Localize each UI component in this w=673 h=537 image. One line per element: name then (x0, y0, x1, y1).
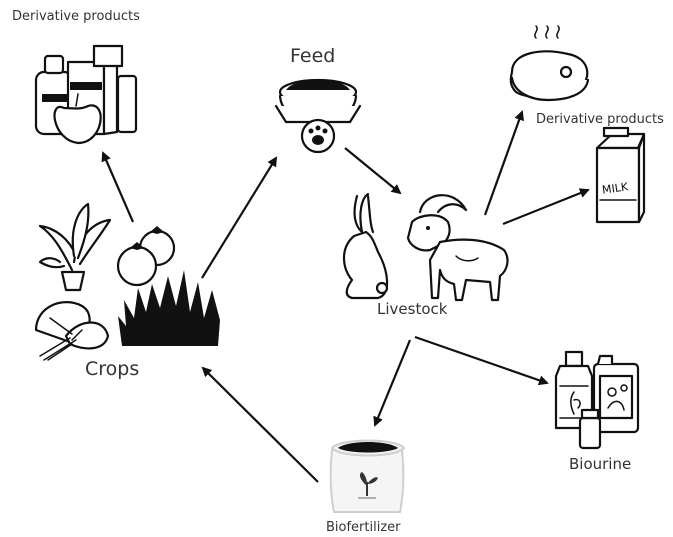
biofertilizer-label: Biofertilizer (326, 520, 401, 535)
arrow-crops-to-feed (201, 156, 278, 279)
fertilizer-sack-icon (329, 439, 406, 513)
feed-bowl-icon (274, 78, 362, 154)
packaged-food-icon (34, 44, 138, 145)
feed-label: Feed (290, 45, 336, 67)
derivative-products-label-right: Derivative products (536, 112, 664, 127)
meat-steak-icon (509, 25, 590, 102)
goat-icon (406, 194, 509, 302)
crops-label: Crops (85, 358, 140, 380)
plant-icon (38, 202, 112, 292)
arrow-livestock-to-biofertilizer (373, 339, 412, 427)
spinach-icon (34, 301, 110, 361)
rabbit-icon (342, 192, 389, 300)
livestock-label: Livestock (377, 300, 448, 318)
arrow-biofertilizer-to-crops (201, 366, 319, 483)
milk-carton-icon: MILK (595, 126, 646, 224)
arrow-livestock-to-biourine (414, 335, 549, 386)
arrows (101, 110, 590, 483)
arrow-livestock-to-milk (502, 188, 590, 226)
arrow-livestock-to-meat (483, 110, 525, 216)
derivative-products-label-top-left: Derivative products (12, 9, 140, 24)
biourine-label: Biourine (569, 455, 632, 473)
arrow-crops-to-derivative (101, 151, 135, 223)
tomato-icon (116, 226, 176, 287)
bottles-icon (554, 350, 640, 450)
milk-text: MILK (601, 180, 629, 197)
arrow-feed-to-livestock (344, 147, 402, 195)
grass-icon (118, 270, 220, 346)
